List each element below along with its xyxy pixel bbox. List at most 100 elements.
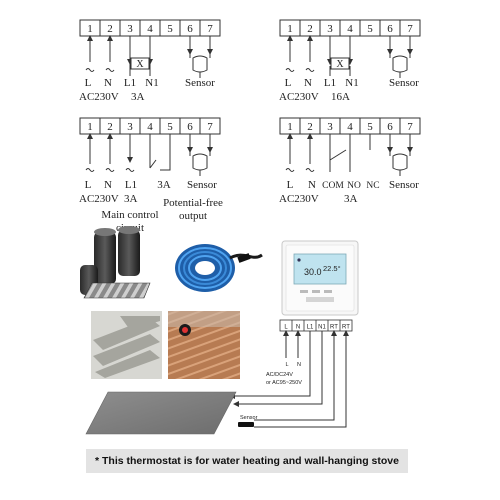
- diagram-3: 1 2 3 4 5 6 7 L N L1 3A Sensor AC230V: [79, 117, 223, 234]
- label-l: L: [85, 179, 92, 191]
- footnote-text: * This thermostat is for water heating a…: [95, 455, 399, 467]
- label-supply: AC230V: [79, 91, 119, 103]
- terminal-number: 2: [307, 121, 313, 133]
- terminal-number: 5: [367, 121, 373, 133]
- relay-box-2: X: [330, 57, 350, 70]
- terminal-strip-4: 1 2 3 4 5 6 7: [279, 117, 421, 135]
- terminal-number: 4: [147, 121, 153, 133]
- label-current: 16A: [331, 91, 350, 103]
- terminal-number: 6: [387, 23, 393, 35]
- thermostat-button: [300, 290, 308, 293]
- label-l1: L1: [125, 179, 137, 191]
- label-current: 3A: [344, 193, 358, 205]
- label-sensor: Sensor: [187, 179, 217, 191]
- terminal-strip-2: 1 2 3 4 5 6 7: [279, 19, 421, 37]
- terminal-label: L: [284, 325, 288, 331]
- terminal-number: 5: [167, 121, 173, 133]
- terminal-number: 7: [407, 121, 413, 133]
- floor-cable-photo: [168, 311, 240, 379]
- thermostat-button: [306, 297, 334, 302]
- label-current: 3A: [131, 91, 145, 103]
- terminal-number: 6: [187, 23, 193, 35]
- relay-mark: X: [136, 59, 144, 70]
- thermostat-button: [324, 290, 332, 293]
- label-n: N: [304, 77, 312, 89]
- terminal-number: 1: [287, 121, 293, 133]
- terminal-number: 1: [287, 23, 293, 35]
- terminal-strip-1: 1 2 3 4 5 6 7: [79, 19, 221, 37]
- terminal-number: 4: [347, 23, 353, 35]
- wires-3: [85, 133, 213, 176]
- label-n1: N1: [145, 77, 158, 89]
- label-sensor: Sensor: [389, 179, 419, 191]
- label-l: L: [85, 77, 92, 89]
- terminal-number: 2: [107, 121, 113, 133]
- heating-film-rolls-illustration: [80, 226, 151, 299]
- label-sensor: Sensor: [389, 77, 419, 89]
- input-l-label: L: [285, 362, 288, 368]
- wiring-lines: [229, 330, 349, 428]
- heating-cable-coil-illustration: [175, 244, 263, 292]
- label-l1-current: 3A: [124, 193, 138, 205]
- power-spec-line1: AC/DC24V: [266, 372, 293, 378]
- label-com: COM: [322, 181, 344, 191]
- label-nc: NC: [366, 181, 379, 191]
- diagram-2: 1 2 3 4 5 6 7 X L N L1 N1: [279, 19, 421, 103]
- terminal-label: L1: [307, 325, 314, 331]
- terminal-label: RT: [342, 325, 350, 331]
- label-l1: L1: [124, 77, 136, 89]
- room-temp-readout: 30.0: [304, 267, 322, 277]
- relay-box-1: X: [130, 57, 150, 70]
- power-spec-line2: or AC95~250V: [266, 380, 302, 386]
- terminal-number: 3: [127, 23, 133, 35]
- label-supply: AC230V: [279, 91, 319, 103]
- floor-film-photo: [91, 311, 162, 379]
- wiring-terminal-strip: L N L1 N1 RT RT: [279, 319, 353, 332]
- label-l: L: [285, 77, 292, 89]
- thermostat-lcd: [293, 253, 347, 285]
- set-temp-readout: 22.5°: [323, 264, 341, 273]
- label-supply: AC230V: [279, 193, 319, 205]
- label-contact-current: 3A: [157, 179, 171, 191]
- input-n-label: N: [297, 362, 301, 368]
- label-no: NO: [347, 181, 361, 191]
- terminal-label: RT: [330, 325, 338, 331]
- diagram-1: 1 2 3 4 5 6 7 X L N: [79, 19, 221, 103]
- terminal-number: 4: [347, 121, 353, 133]
- label-l: L: [287, 179, 294, 191]
- terminal-number: 2: [307, 23, 313, 35]
- terminal-label: N: [296, 325, 300, 331]
- terminal-number: 5: [367, 23, 373, 35]
- terminal-number: 7: [207, 121, 213, 133]
- sensor-label: Sensor: [240, 415, 258, 421]
- label-n1: N1: [345, 77, 358, 89]
- terminal-number: 6: [387, 121, 393, 133]
- terminal-number: 6: [187, 121, 193, 133]
- heating-floor-panel: [85, 391, 237, 435]
- label-n: N: [104, 179, 112, 191]
- footnote-banner: * This thermostat is for water heating a…: [86, 449, 408, 473]
- terminal-number: 7: [207, 23, 213, 35]
- diagram-4: 1 2 3 4 5 6 7 L N COM NO NC Sensor AC: [279, 117, 421, 205]
- wires-1: [85, 35, 213, 78]
- label-n: N: [308, 179, 316, 191]
- label-supply: AC230V: [79, 193, 119, 205]
- label-potential-free-output: output: [179, 210, 207, 222]
- sensor-probe: Sensor: [238, 415, 258, 427]
- terminal-number: 1: [87, 121, 93, 133]
- terminal-number: 3: [327, 23, 333, 35]
- mode-icon: [297, 258, 301, 262]
- terminal-number: 5: [167, 23, 173, 35]
- terminal-strip-3: 1 2 3 4 5 6 7: [79, 117, 221, 135]
- relay-mark: X: [336, 59, 344, 70]
- label-main-control: Main control: [101, 209, 158, 221]
- wires-4: [285, 133, 413, 176]
- wires-2: [285, 35, 413, 78]
- thermostat-button: [312, 290, 320, 293]
- terminal-label: N1: [318, 325, 326, 331]
- label-potential-free: Potential-free: [163, 197, 223, 209]
- thermostat-device: 30.0 22.5°: [281, 240, 359, 316]
- terminal-number: 7: [407, 23, 413, 35]
- terminal-number: 2: [107, 23, 113, 35]
